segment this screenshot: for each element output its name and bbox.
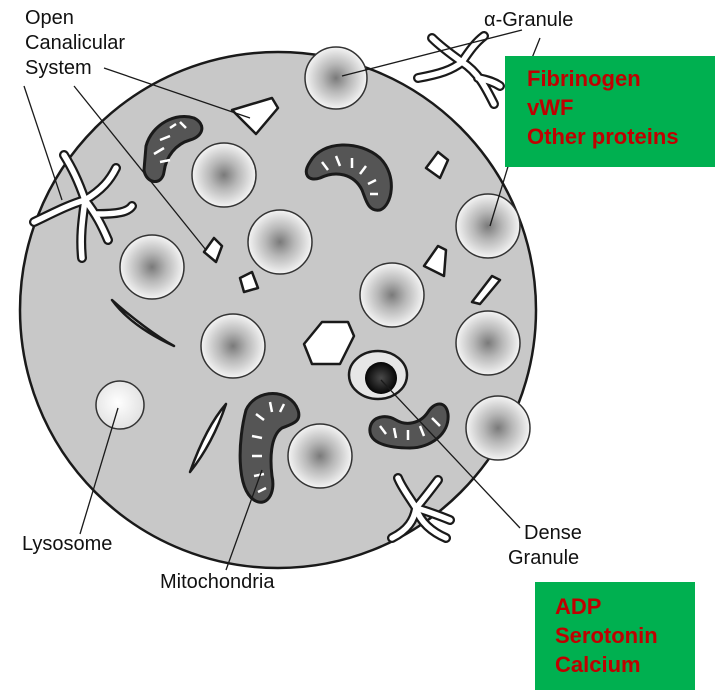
dense-granule <box>349 351 407 399</box>
alpha-granule <box>192 143 256 207</box>
alpha-granule <box>456 194 520 258</box>
alpha-granule <box>201 314 265 378</box>
label-line: Dense <box>508 521 582 546</box>
box-line: ADP <box>555 592 695 621</box>
alpha-granule-contents-box: Fibrinogen vWF Other proteins <box>505 56 715 167</box>
label-lysosome: Lysosome <box>22 532 112 557</box>
label-line: Granule <box>508 546 582 571</box>
alpha-granule <box>120 235 184 299</box>
box-line: Fibrinogen <box>527 64 715 93</box>
box-line: vWF <box>527 93 715 122</box>
dense-granule-contents-box: ADP Serotonin Calcium <box>535 582 695 690</box>
alpha-granule <box>248 210 312 274</box>
alpha-granule <box>360 263 424 327</box>
label-line: Open <box>25 6 125 31</box>
alpha-granule <box>466 396 530 460</box>
box-line: Other proteins <box>527 122 715 151</box>
label-open-canalicular-system: Open Canalicular System <box>25 6 125 81</box>
lysosome <box>96 381 144 429</box>
label-dense-granule: Dense Granule <box>508 521 582 571</box>
alpha-granule <box>288 424 352 488</box>
platelet-cell <box>20 52 536 568</box>
label-line: Canalicular <box>25 31 125 56</box>
label-mitochondria: Mitochondria <box>160 570 275 595</box>
alpha-granule <box>305 47 367 109</box>
box-line: Serotonin <box>555 621 695 650</box>
label-alpha-granule: α-Granule <box>484 8 573 33</box>
alpha-granule <box>456 311 520 375</box>
box-line: Calcium <box>555 650 695 679</box>
label-line: System <box>25 56 125 81</box>
